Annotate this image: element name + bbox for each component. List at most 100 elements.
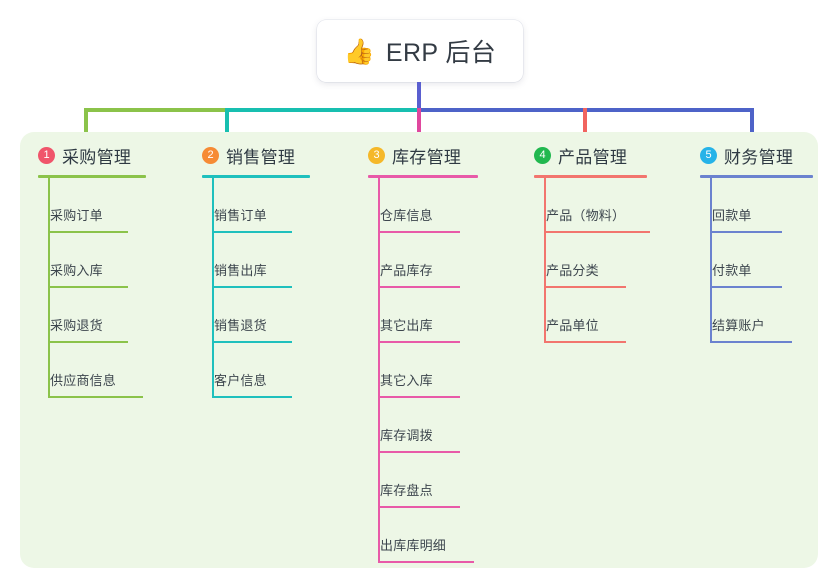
list-item[interactable]: 出库库明细 [350,508,516,563]
list-item[interactable]: 产品单位 [516,288,682,343]
list-item-rule [48,341,128,343]
list-item[interactable]: 客户信息 [184,343,350,398]
column-items-5: 回款单付款单结算账户 [682,178,818,343]
list-item[interactable]: 仓库信息 [350,178,516,233]
list-item[interactable]: 销售退货 [184,288,350,343]
column-5: 5 财务管理回款单付款单结算账户 [682,132,818,568]
column-header-2[interactable]: 2 销售管理 [184,132,350,178]
column-header-rule [38,175,146,178]
list-item-rule [378,341,460,343]
column-4: 4 产品管理产品（物料） 产品分类产品单位 [516,132,682,568]
column-title-5: 财务管理 [724,147,794,167]
column-title-2: 销售管理 [226,147,296,167]
column-items-3: 仓库信息产品库存其它出库其它入库库存调拨库存盘点出库库明细 [350,178,516,563]
list-item[interactable]: 产品分类 [516,233,682,288]
list-item[interactable]: 付款单 [682,233,818,288]
list-item[interactable]: 其它入库 [350,343,516,398]
column-header-rule [368,175,478,178]
column-badge-1: 1 [38,146,55,164]
thumbs-up-icon: 👍 [343,36,375,66]
column-1: 1 采购管理采购订单采购入库采购退货供应商信息 [20,132,184,568]
list-item[interactable]: 产品库存 [350,233,516,288]
list-item-label: 库存调拨 [380,428,433,443]
list-item[interactable]: 其它出库 [350,288,516,343]
list-item-label: 采购订单 [50,208,103,223]
list-item-rule [212,231,292,233]
list-item[interactable]: 采购入库 [20,233,184,288]
column-badge-5: 5 [700,146,717,164]
list-item-label: 库存盘点 [380,483,433,498]
list-item-label: 销售订单 [214,208,267,223]
list-item[interactable]: 采购订单 [20,178,184,233]
column-badge-2: 2 [202,146,219,164]
column-items-2: 销售订单销售出库销售退货客户信息 [184,178,350,398]
column-header-rule [202,175,310,178]
list-item[interactable]: 库存盘点 [350,453,516,508]
column-header-5[interactable]: 5 财务管理 [682,132,818,178]
list-item-label: 出库库明细 [380,538,447,553]
list-item-rule [48,396,143,398]
list-item-rule [378,451,460,453]
list-item-label: 产品（物料） [546,208,626,223]
column-spine [710,178,712,343]
root-node-card[interactable]: 👍 ERP 后台 [317,20,523,82]
list-item-rule [710,286,782,288]
list-item[interactable]: 销售出库 [184,233,350,288]
list-item-label: 结算账户 [712,318,765,333]
list-item-label: 仓库信息 [380,208,433,223]
list-item[interactable]: 产品（物料） [516,178,682,233]
list-item-label: 产品单位 [546,318,599,333]
list-item-label: 客户信息 [214,373,267,388]
list-item-rule [544,231,650,233]
content-panel [20,132,818,568]
list-item-rule [378,506,460,508]
column-spine [378,178,380,563]
column-badge-3: 3 [368,146,385,164]
list-item[interactable]: 销售订单 [184,178,350,233]
list-item-rule [710,341,792,343]
column-header-rule [534,175,647,178]
list-item[interactable]: 结算账户 [682,288,818,343]
list-item-rule [710,231,782,233]
page-title: ERP 后台 [385,39,497,67]
column-container: 1 采购管理采购订单采购入库采购退货供应商信息 2 销售管理销售订单销售出库销售退货客… [20,132,818,568]
list-item[interactable]: 采购退货 [20,288,184,343]
list-item-label: 销售退货 [214,318,267,333]
column-spine [48,178,50,398]
list-item-rule [212,396,292,398]
list-item-label: 回款单 [712,208,752,223]
column-2: 2 销售管理销售订单销售出库销售退货客户信息 [184,132,350,568]
list-item-rule [378,396,460,398]
column-3: 3 库存管理仓库信息产品库存其它出库其它入库库存调拨库存盘点出库库明细 [350,132,516,568]
column-items-4: 产品（物料） 产品分类产品单位 [516,178,682,343]
list-item-label: 付款单 [712,263,752,278]
list-item-label: 产品分类 [546,263,599,278]
list-item-label: 其它入库 [380,373,433,388]
list-item[interactable]: 回款单 [682,178,818,233]
list-item-label: 采购退货 [50,318,103,333]
column-badge-4: 4 [534,146,551,164]
list-item[interactable]: 供应商信息 [20,343,184,398]
column-title-3: 库存管理 [392,147,462,167]
column-title-1: 采购管理 [62,147,132,167]
list-item-rule [212,341,292,343]
list-item-rule [378,231,460,233]
list-item-label: 产品库存 [380,263,433,278]
list-item-label: 采购入库 [50,263,103,278]
list-item-rule [212,286,292,288]
column-items-1: 采购订单采购入库采购退货供应商信息 [20,178,184,398]
column-title-4: 产品管理 [558,147,628,167]
column-header-3[interactable]: 3 库存管理 [350,132,516,178]
column-header-1[interactable]: 1 采购管理 [20,132,184,178]
list-item-rule [544,286,626,288]
column-spine [212,178,214,398]
column-header-4[interactable]: 4 产品管理 [516,132,682,178]
list-item-rule [378,561,474,563]
column-header-rule [700,175,813,178]
list-item-rule [48,286,128,288]
list-item-rule [544,341,626,343]
list-item[interactable]: 库存调拨 [350,398,516,453]
list-item-label: 销售出库 [214,263,267,278]
list-item-rule [378,286,460,288]
